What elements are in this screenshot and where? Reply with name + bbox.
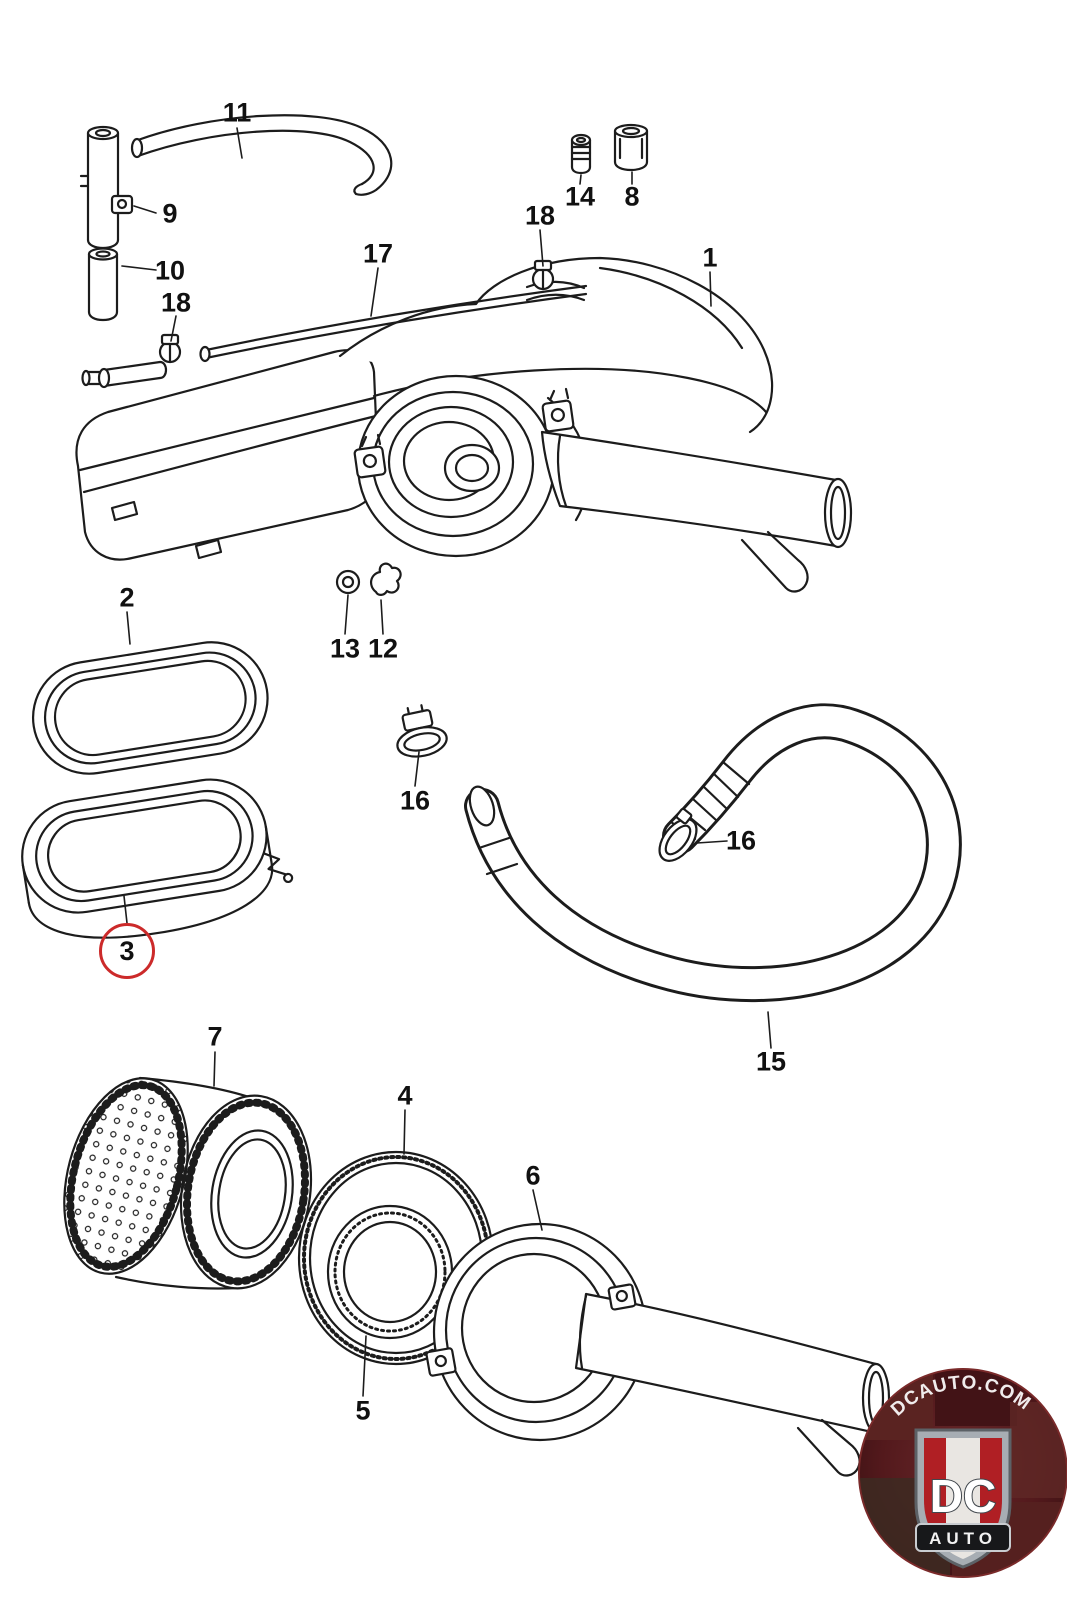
callout-11[interactable]: 11 [222,97,252,128]
part-drawing-14 [570,133,592,175]
callout-7[interactable]: 7 [207,1021,223,1052]
callout-6[interactable]: 6 [525,1160,541,1191]
part-drawing-2 [31,641,269,775]
part-drawing-5 [326,1204,454,1340]
callout-17[interactable]: 17 [362,238,394,269]
callout-4[interactable]: 4 [397,1080,413,1111]
callout-13[interactable]: 13 [329,633,361,664]
callout-16[interactable]: 16 [725,825,757,856]
callout-3[interactable]: 3 [99,923,155,979]
callout-5[interactable]: 5 [355,1395,371,1426]
logo-monogram: DC [930,1470,996,1522]
logo-brand: AUTO [929,1529,997,1548]
part-drawing-13 [335,569,361,595]
part-drawing-11 [130,114,393,196]
part-drawing-15 [464,703,962,1003]
callout-18[interactable]: 18 [160,287,192,318]
callout-9[interactable]: 9 [162,198,178,229]
part-drawing-18-middle [525,259,586,302]
part-drawing-18-left [81,333,182,389]
callout-1[interactable]: 1 [702,242,718,273]
callout-18[interactable]: 18 [524,200,556,231]
callout-12[interactable]: 12 [367,633,399,664]
part-drawing-16-right [658,807,698,862]
callout-15[interactable]: 15 [755,1046,787,1077]
part-drawing-10 [87,247,119,322]
callout-10[interactable]: 10 [154,255,186,286]
part-drawing-1 [75,256,853,593]
callout-2[interactable]: 2 [119,582,135,613]
part-drawing-6 [425,1222,891,1477]
callout-16[interactable]: 16 [399,785,431,816]
part-drawing-9 [79,125,134,250]
part-drawing-7 [63,1076,313,1290]
callout-leader-lines [121,127,772,1397]
part-drawing-8 [613,123,649,172]
callout-8[interactable]: 8 [624,181,640,212]
part-drawing-12 [370,562,402,596]
part-drawing-3 [21,778,294,939]
part-drawing-17 [199,284,588,363]
callout-14[interactable]: 14 [564,181,596,212]
part-drawing-16-upper [396,704,448,758]
